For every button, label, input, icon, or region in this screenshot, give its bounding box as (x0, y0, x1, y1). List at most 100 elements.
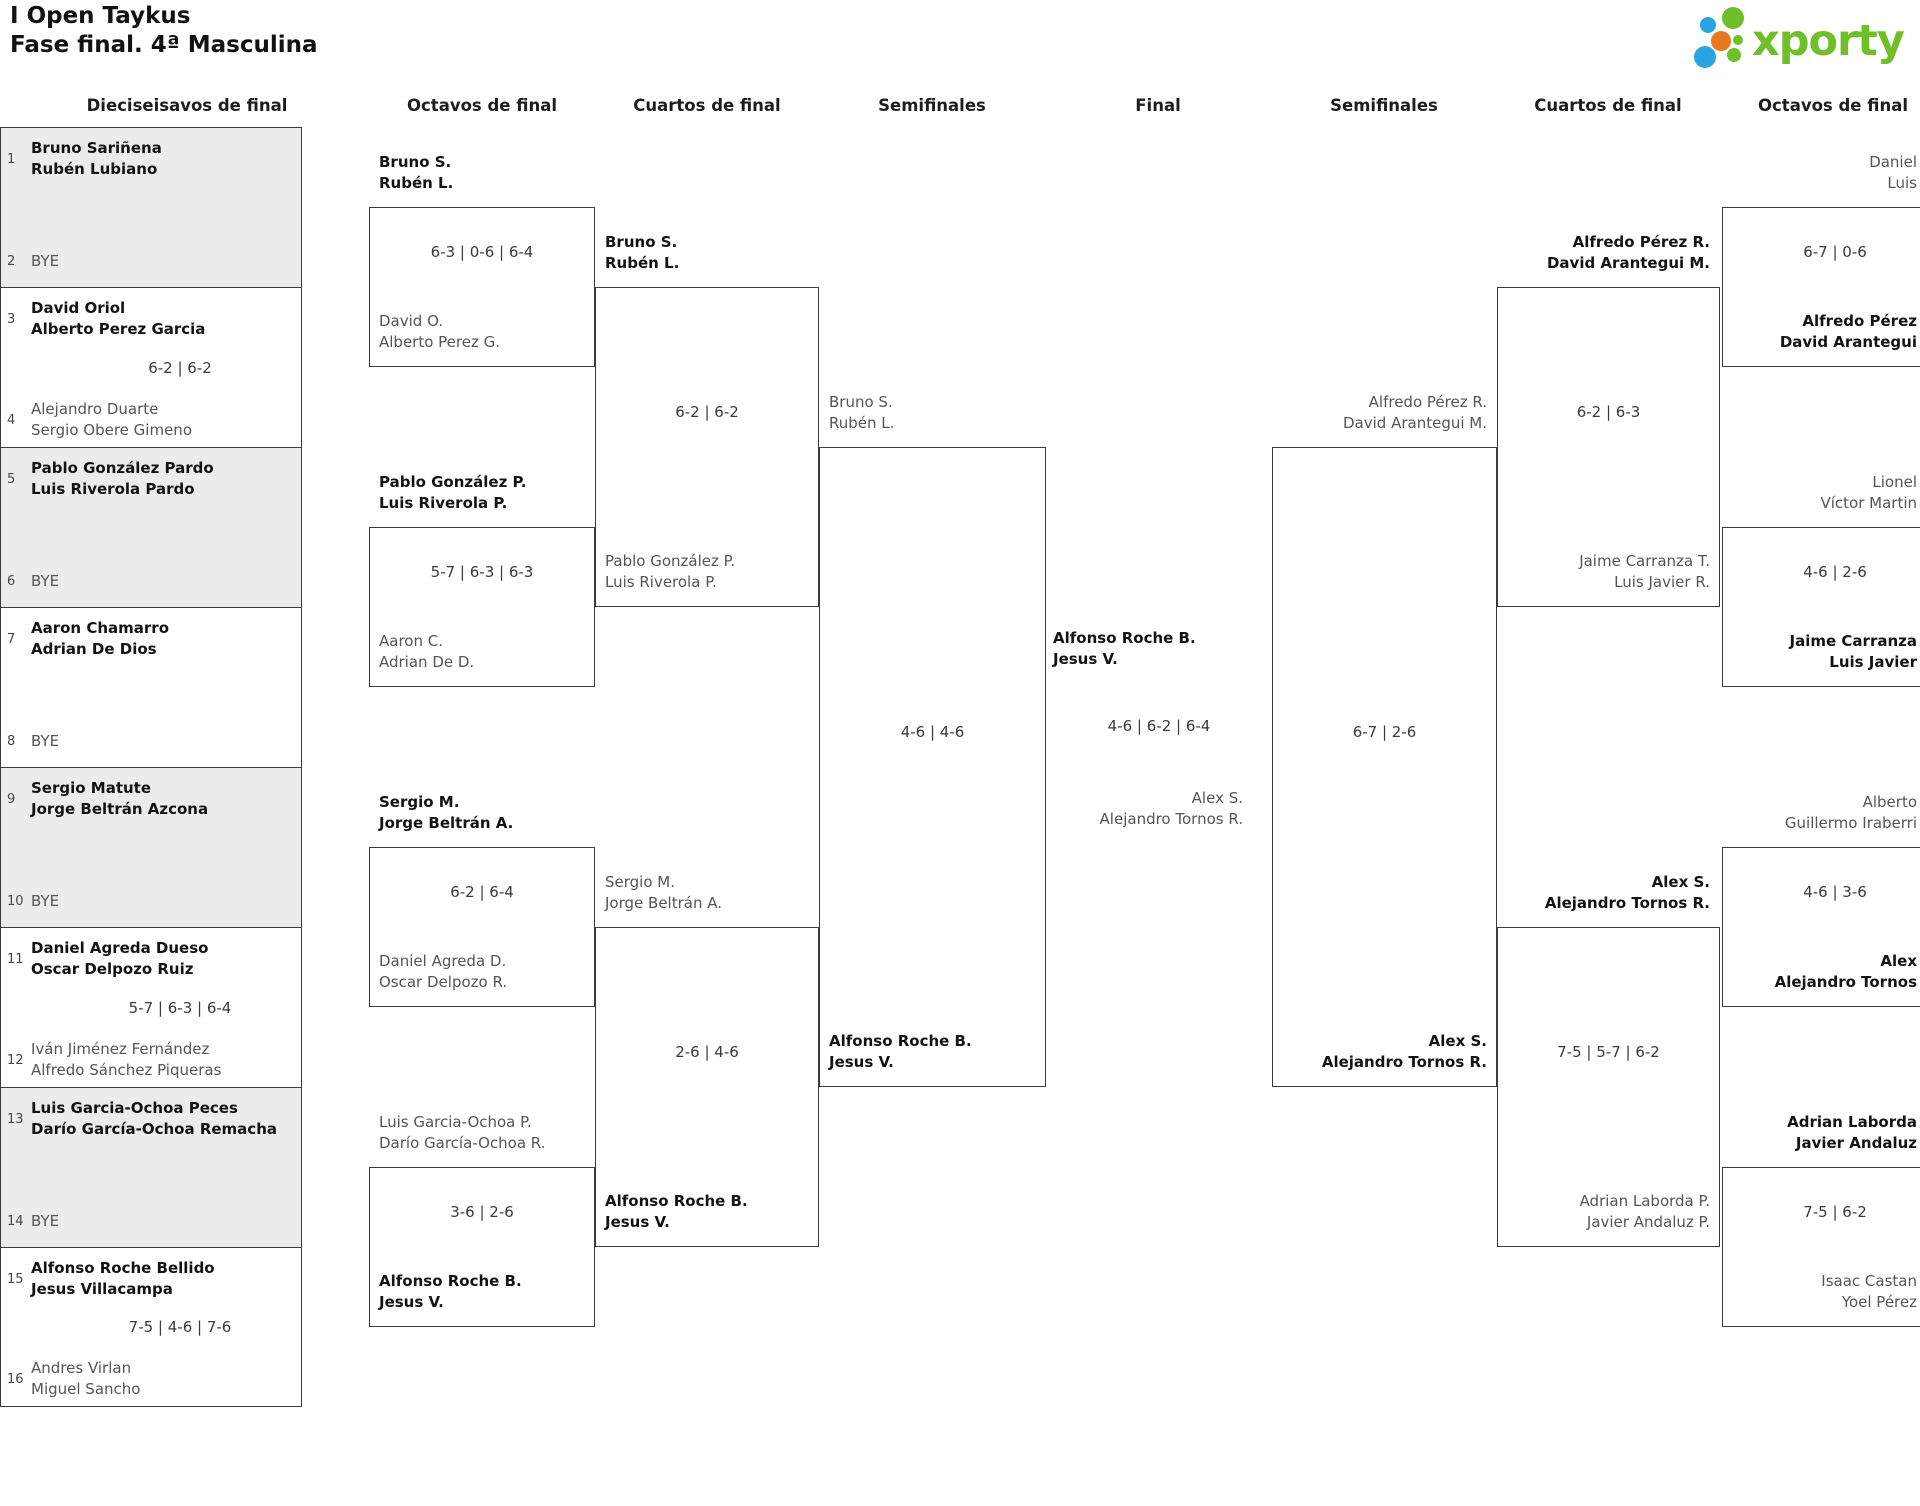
team-row: 10 BYE (7, 891, 297, 912)
octavos-left-match-3: Sergio M.Jorge Beltrán A. 6-2 | 6-4 Dani… (369, 793, 595, 1007)
round-header-r16: Dieciseisavos de final (86, 96, 288, 115)
seed: 4 (7, 412, 16, 428)
match-score: 3-6 | 2-6 (450, 1203, 514, 1221)
seed: 14 (7, 1214, 24, 1229)
team-label: Bruno S.Rubén L. (379, 153, 454, 192)
team-row: 6 BYE (7, 571, 297, 592)
final-winner-label: Alfonso Roche B.Jesus V. (1053, 629, 1196, 668)
team-label: Alex S.Alejandro Tornos R. (1321, 1032, 1487, 1071)
team-label: Alfredo Pérez R.David Arantegui M. (1546, 233, 1710, 272)
match-score: 4-6 | 2-6 (1803, 563, 1867, 581)
team-label: BYE (31, 252, 60, 270)
team-label: Alfonso Roche B.Jesus V. (605, 1192, 748, 1231)
match-score: 7-5 | 6-2 (1803, 1203, 1867, 1221)
seed: 16 (7, 1371, 24, 1387)
seed: 11 (7, 951, 24, 967)
match-score: 7-5 | 5-7 | 6-2 (1557, 1043, 1660, 1061)
xporty-logo: xporty (1688, 2, 1918, 70)
match-score: 6-2 | 6-2 (148, 358, 212, 377)
seed: 6 (7, 574, 16, 589)
cuartos-right-match-2: Alex S.Alejandro Tornos R. 7-5 | 5-7 | 6… (1497, 873, 1720, 1247)
seed: 8 (7, 734, 16, 749)
seed: 12 (7, 1052, 24, 1068)
match-score: 4-6 | 3-6 (1803, 883, 1867, 901)
team-label: Daniel Agreda D.Oscar Delpozo R. (379, 952, 508, 991)
seed: 9 (7, 791, 16, 807)
page-title: I Open Taykus Fase final. 4ª Masculina (10, 2, 318, 60)
seed: 7 (7, 631, 16, 647)
octavos-left-match-1: Bruno S.Rubén L. 6-3 | 0-6 | 6-4 David O… (369, 153, 595, 367)
match-score: 6-2 | 6-2 (675, 403, 739, 421)
brand-name: xporty (1752, 16, 1905, 66)
match-score: 6-3 | 0-6 | 6-4 (430, 243, 534, 261)
team-label: Bruno S.Rubén L. (829, 393, 895, 432)
match-score: 4-6 | 4-6 (900, 723, 965, 741)
team-label: BYE (31, 1212, 60, 1230)
team-label: Alfonso Roche B.Jesus V. (379, 1272, 522, 1311)
match-score: 5-7 | 6-3 | 6-4 (128, 998, 232, 1017)
match-score: 6-2 | 6-3 (1576, 403, 1641, 421)
cuartos-left-match-2: Sergio M.Jorge Beltrán A. 2-6 | 4-6 Alfo… (595, 873, 819, 1247)
match-score: 2-6 | 4-6 (675, 1043, 739, 1061)
phase-category: Fase final. 4ª Masculina (10, 32, 318, 58)
seed: 2 (7, 254, 16, 269)
match-score: 6-7 | 0-6 (1803, 243, 1867, 261)
logo-dots-icon (1694, 7, 1744, 68)
final-runnerup-label: Alex S.Alejandro Tornos R. (1099, 789, 1243, 828)
seed: 10 (7, 894, 24, 909)
team-label: Bruno S.Rubén L. (605, 233, 680, 272)
team-label: BYE (31, 572, 60, 590)
semifinal-right-match: Alfredo Pérez R.David Arantegui M. 6-7 |… (1272, 393, 1497, 1087)
team-label: Pablo González P.Luis Riverola P. (379, 473, 527, 512)
tournament-name: I Open Taykus (10, 3, 191, 29)
match-score: 5-7 | 6-3 | 6-3 (430, 563, 534, 581)
team-row: 2 BYE (7, 251, 297, 272)
team-label: David O.Alberto Perez G. (379, 312, 501, 351)
seed: 3 (7, 311, 16, 327)
team-label: BYE (31, 892, 60, 910)
match-score: 7-5 | 4-6 | 7-6 (128, 1318, 232, 1336)
team-label: Alfredo Pérez R.David Arantegui M. (1343, 393, 1487, 432)
octavos-left-match-4: Luis Garcia-Ochoa P.Darío García-Ochoa R… (369, 1113, 595, 1327)
team-label: Alfonso Roche B.Jesus V. (829, 1032, 972, 1071)
round-header-octavos-right: Octavos de final (1758, 96, 1908, 115)
seed: 1 (7, 151, 16, 167)
seed: 15 (7, 1271, 24, 1287)
